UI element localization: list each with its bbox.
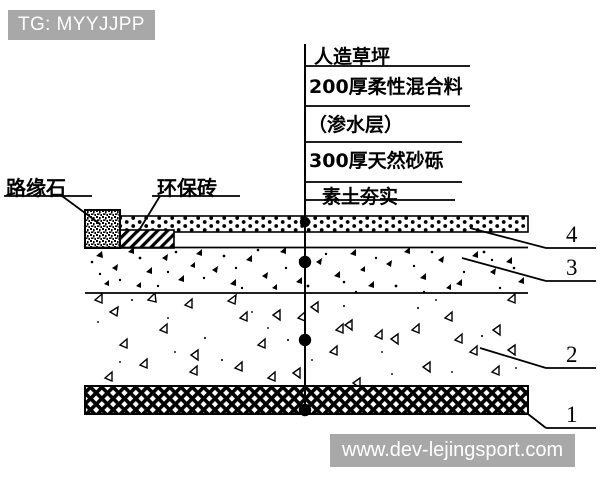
marker-2: 2 (566, 342, 578, 367)
node-dot-layer3 (298, 255, 312, 269)
marker-1: 1 (566, 402, 578, 427)
site-watermark: www.dev-lejingsport.com (330, 434, 576, 467)
layer-2-natural-gravel (85, 291, 528, 390)
layer-3-flexible-mix (85, 247, 528, 294)
right-leader-lines (461, 227, 596, 429)
spec-line-permeable-layer: （渗水层） (308, 114, 404, 136)
spec-line-compacted-subgrade: 素土夯实 (322, 186, 399, 208)
tg-tag: TG: MYYJJPP (8, 10, 155, 40)
marker-3: 3 (566, 255, 578, 280)
left-leader-lines (4, 195, 240, 233)
node-dot-layer1 (298, 403, 312, 417)
layer-4-eco-brick-paving (119, 215, 529, 233)
spec-line-flexible-mix: 200厚柔性混合料 (309, 76, 463, 98)
node-dot-layer4 (299, 216, 311, 228)
marker-4: 4 (566, 222, 578, 247)
spec-line-artificial-turf: 人造草坪 (314, 46, 391, 68)
bedding-hatch-band (119, 229, 175, 249)
label-eco-brick: 环保砖 (157, 176, 217, 200)
spec-separator-lines (305, 65, 470, 201)
label-curb-stone: 路缘石 (6, 176, 66, 200)
node-dot-layer2 (298, 333, 312, 347)
spec-line-natural-gravel: 300厚天然砂砾 (309, 150, 444, 172)
